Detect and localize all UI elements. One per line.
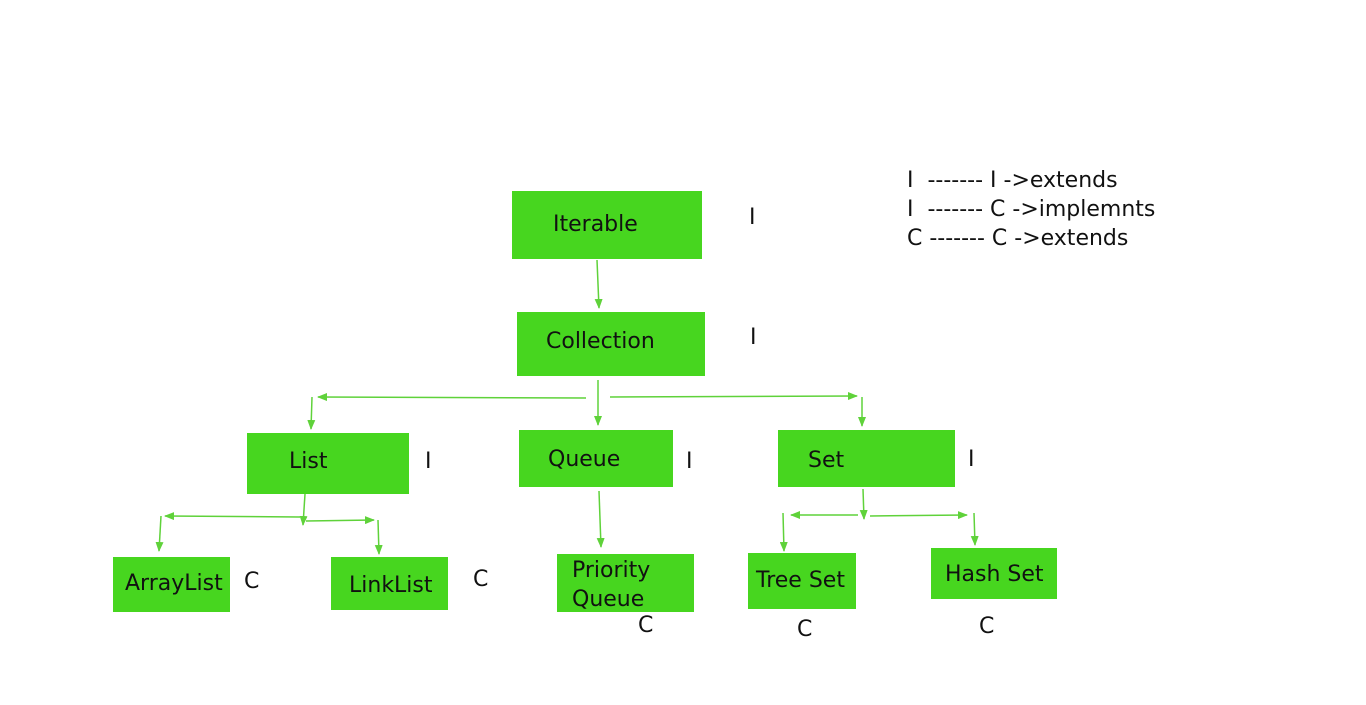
node-linklist-label: LinkList	[349, 573, 433, 598]
node-iterable	[512, 191, 702, 259]
node-collection-type: I	[750, 325, 757, 350]
legend-line-2: I ------- C ->implemnts	[907, 197, 1156, 222]
arrow-iterable-to-collection	[594, 259, 603, 309]
node-linklist-type: C	[473, 567, 489, 592]
node-arraylist	[113, 557, 230, 612]
legend-line-1: I ------- I ->extends	[907, 168, 1118, 193]
node-arraylist-label: ArrayList	[125, 571, 223, 596]
node-tree-set	[748, 553, 856, 609]
node-priority-queue-label-line1: Priority	[572, 558, 651, 583]
node-tree-set-type: C	[797, 617, 813, 642]
node-hash-set	[931, 548, 1057, 599]
arrow-list-down	[299, 493, 308, 526]
node-set	[778, 430, 955, 487]
node-priority-queue-type: C	[638, 613, 654, 638]
node-list-label: List	[289, 449, 328, 474]
arrow-branch-to-list	[307, 396, 316, 430]
arrow-branch-to-arraylist	[155, 515, 164, 552]
node-iterable-label: Iterable	[553, 212, 638, 237]
node-hash-set-label: Hash Set	[945, 562, 1044, 587]
node-list	[247, 433, 409, 494]
arrow-list-branch-right	[305, 516, 375, 525]
arrow-collection-branch-right	[609, 392, 858, 401]
node-set-label: Set	[808, 448, 845, 473]
node-tree-set-label: Tree Set	[756, 568, 845, 593]
arrow-set-down	[859, 488, 868, 520]
node-hash-set-type: C	[979, 614, 995, 639]
arrow-collection-branch-left	[317, 393, 587, 402]
arrow-branch-to-linklist	[374, 519, 383, 555]
node-linklist	[331, 557, 448, 610]
node-set-type: I	[968, 447, 975, 472]
arrow-set-branch-right	[869, 511, 968, 520]
node-arraylist-type: C	[244, 569, 260, 594]
node-priority-queue	[557, 554, 694, 612]
legend-line-3: C ------- C ->extends	[907, 226, 1129, 251]
node-iterable-type: I	[749, 205, 756, 230]
arrow-queue-to-priority-queue	[596, 490, 605, 548]
arrow-branch-to-tree-set	[779, 512, 788, 552]
node-list-type: I	[425, 449, 432, 474]
node-collection	[517, 312, 705, 376]
arrow-branch-to-hash-set	[970, 512, 979, 546]
node-collection-label: Collection	[546, 329, 655, 354]
node-queue-label: Queue	[548, 447, 621, 472]
node-queue-type: I	[686, 449, 693, 474]
node-queue	[519, 430, 673, 487]
arrow-list-branch-left	[164, 512, 301, 521]
node-priority-queue-label-line2: Queue	[572, 587, 645, 612]
